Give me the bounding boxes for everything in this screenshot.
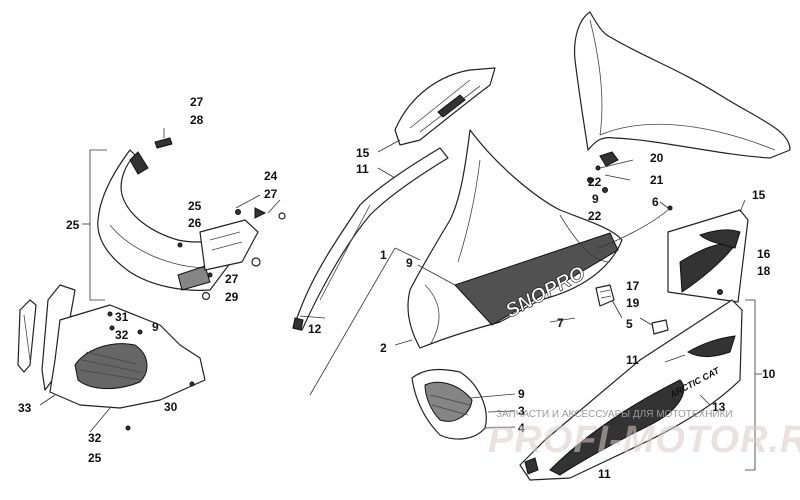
callout: 32: [115, 328, 129, 342]
hose: [597, 201, 673, 249]
callout: 15: [356, 146, 370, 160]
bracket-1: [309, 247, 396, 396]
callout: 25: [88, 451, 102, 465]
callout: 22: [588, 209, 602, 223]
watermark-caption: ЗАПЧАСТИ И АКСЕССУАРЫ ДЛЯ МОТОТЕХНИКИ: [496, 409, 733, 420]
callout: 10: [762, 367, 776, 381]
callout: 24: [264, 169, 278, 183]
callout: 22: [588, 175, 602, 189]
callout: 32: [88, 431, 102, 445]
callout: 9: [518, 387, 525, 401]
callout: 9: [152, 320, 159, 334]
lower-intake: [17, 284, 206, 433]
windshield-hardware: [587, 159, 634, 193]
callout: 25: [66, 218, 80, 232]
callout: 29: [225, 290, 239, 304]
callout: 26: [188, 216, 202, 230]
callout: 25: [188, 199, 202, 213]
callout: 31: [115, 310, 129, 324]
callout: 21: [650, 173, 664, 187]
callout: 11: [356, 162, 369, 176]
right-upper-side-panel: [667, 199, 749, 303]
callout: 11: [626, 353, 639, 367]
callout: 16: [757, 247, 771, 261]
upper-headlight-housing: [377, 67, 496, 153]
callout: 9: [592, 192, 599, 206]
watermark: PROFI-MOTOR.RU ЗАПЧАСТИ И АКСЕССУАРЫ ДЛЯ…: [488, 409, 800, 461]
callout: 11: [598, 467, 611, 481]
callout: 3: [518, 404, 525, 418]
callout: 9: [406, 256, 413, 270]
callout: 33: [18, 401, 32, 415]
nose-hardware: [154, 128, 286, 301]
callout: 30: [164, 400, 178, 414]
callout: 15: [752, 188, 766, 202]
leader-1: [394, 247, 421, 261]
callout: 27: [190, 95, 204, 109]
small-bracket: [639, 317, 669, 335]
callout: 7: [557, 316, 564, 330]
windshield: [573, 11, 791, 167]
callout: 1: [380, 248, 387, 262]
callout: 19: [626, 296, 640, 310]
bracket-10: [745, 299, 756, 471]
callout: 27: [225, 272, 239, 286]
watermark-logo: PROFI-MOTOR.RU: [488, 419, 800, 461]
callout: 28: [190, 113, 204, 127]
callout: 12: [308, 322, 322, 336]
callout: 4: [518, 421, 525, 435]
right-lower-side-panel: [519, 299, 743, 481]
hood: [394, 129, 623, 349]
headlight-lens: [411, 368, 516, 440]
callout: 18: [757, 264, 771, 278]
callout: 2: [380, 341, 387, 355]
callout: 5: [626, 317, 633, 331]
callout: 20: [650, 151, 664, 165]
callout-labels: 27 28 25 25 26 24 27 27 29 31 32 9 30 33…: [18, 95, 776, 481]
nose-bumper: [97, 149, 259, 291]
hood-trim-strip: [292, 147, 449, 331]
bracket-23: [89, 149, 107, 301]
hood-vent: [595, 284, 623, 319]
callout: 27: [264, 187, 278, 201]
callout: 6: [652, 195, 659, 209]
callout: 13: [712, 400, 726, 414]
callout: 17: [626, 279, 640, 293]
